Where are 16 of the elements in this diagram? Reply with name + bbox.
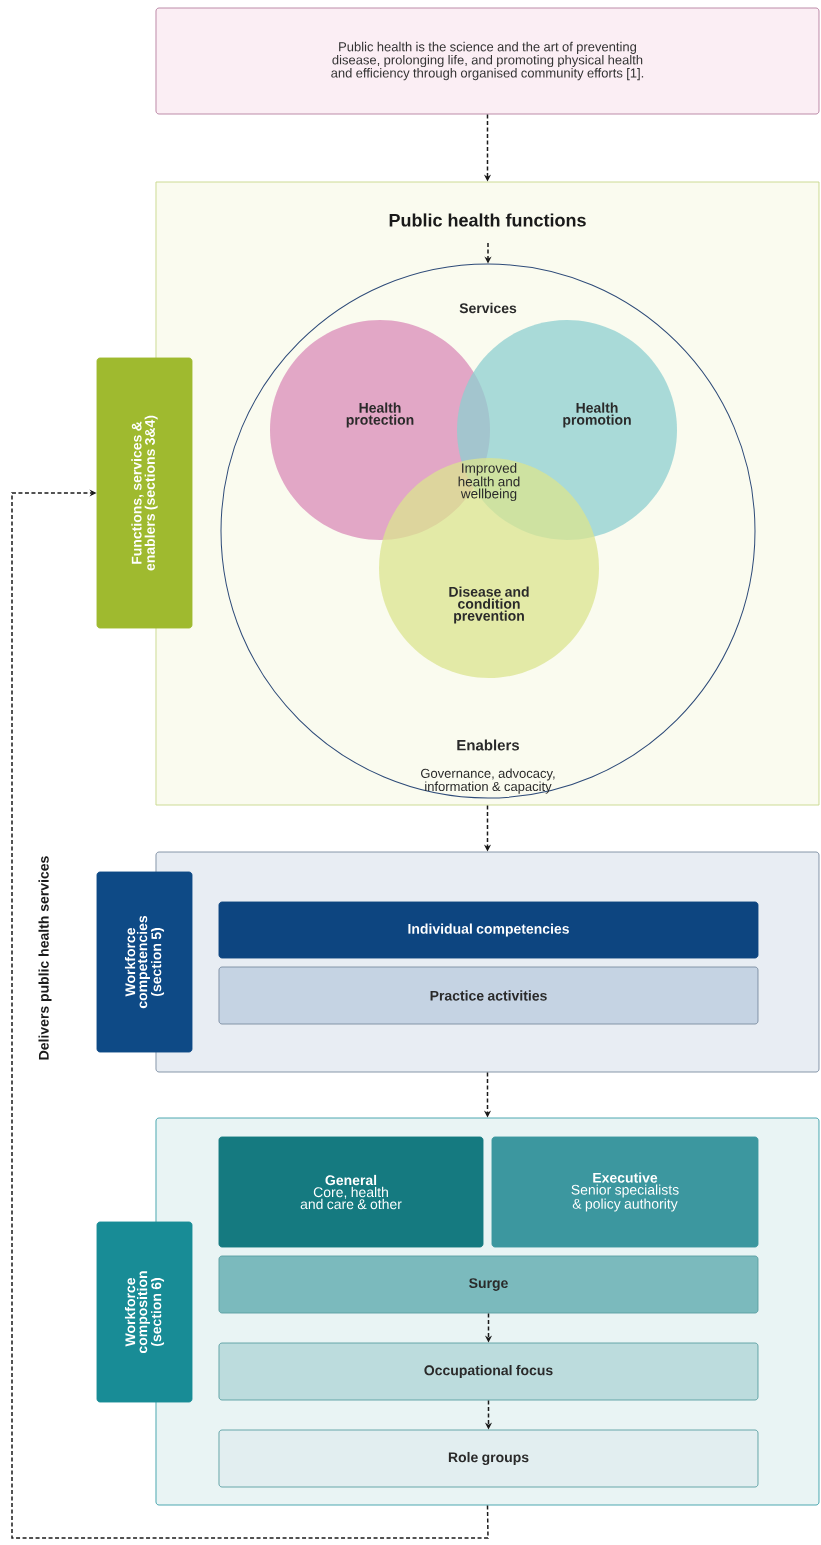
- side-tab: Workforce competencies (section 5): [96, 871, 193, 1053]
- competency-bar: Individual competencies: [218, 901, 759, 959]
- edge-label: Delivers public health services: [36, 853, 54, 1063]
- side-tab: Workforce composition (section 6): [96, 1221, 193, 1403]
- ring-heading: Services: [459, 302, 517, 314]
- ring-caption: Governance, advocacy, information & capacity: [421, 768, 555, 794]
- workforce-box: General Core, health and care & other: [218, 1136, 484, 1248]
- definition-box: Public health is the science and the art of preventing disease, prolonging life, and promoting physical health and efficiency through organised community efforts [1].: [155, 7, 820, 115]
- ring-heading: Enablers: [457, 739, 520, 751]
- side-tab: Functions, services & enablers (sections 3&4): [96, 357, 193, 629]
- competency-bar: Practice activities: [218, 966, 759, 1025]
- workforce-box: Executive Senior specialists & policy authority: [491, 1136, 759, 1248]
- arrow: [11, 489, 489, 1539]
- workforce-bar: Occupational focus: [218, 1342, 759, 1401]
- workforce-bar: Surge: [218, 1255, 759, 1314]
- workforce-bar: Role groups: [218, 1429, 759, 1488]
